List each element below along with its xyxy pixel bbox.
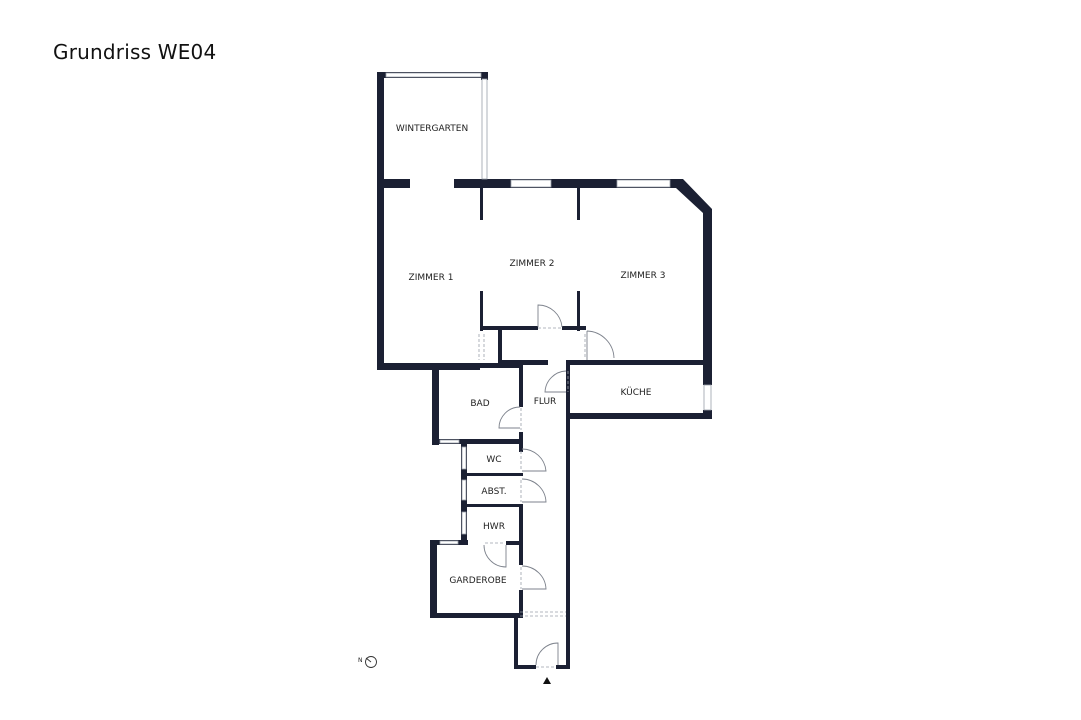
- room-label-kueche: KÜCHE: [621, 387, 652, 398]
- room-label-zimmer-3: ZIMMER 3: [621, 271, 666, 281]
- walls: [377, 72, 712, 669]
- room-label-flur: FLUR: [534, 397, 557, 407]
- room-label-hwr: HWR: [483, 522, 505, 532]
- room-label-zimmer-1: ZIMMER 1: [409, 273, 454, 283]
- room-labels: WINTERGARTEN ZIMMER 1 ZIMMER 2 ZIMMER 3 …: [396, 124, 666, 586]
- room-label-zimmer-2: ZIMMER 2: [510, 259, 555, 269]
- room-label-garderobe: GARDEROBE: [449, 576, 507, 586]
- entrance-arrow-icon: [543, 677, 551, 684]
- compass-label: N: [358, 657, 363, 664]
- windows: [385, 72, 712, 545]
- room-label-bad: BAD: [470, 399, 489, 409]
- compass-icon: N: [358, 656, 377, 668]
- room-label-wc: WC: [486, 455, 501, 465]
- room-label-wintergarten: WINTERGARTEN: [396, 124, 468, 134]
- room-label-abst: ABST.: [481, 487, 506, 497]
- doors: [478, 304, 615, 668]
- page-title: Grundriss WE04: [53, 40, 217, 64]
